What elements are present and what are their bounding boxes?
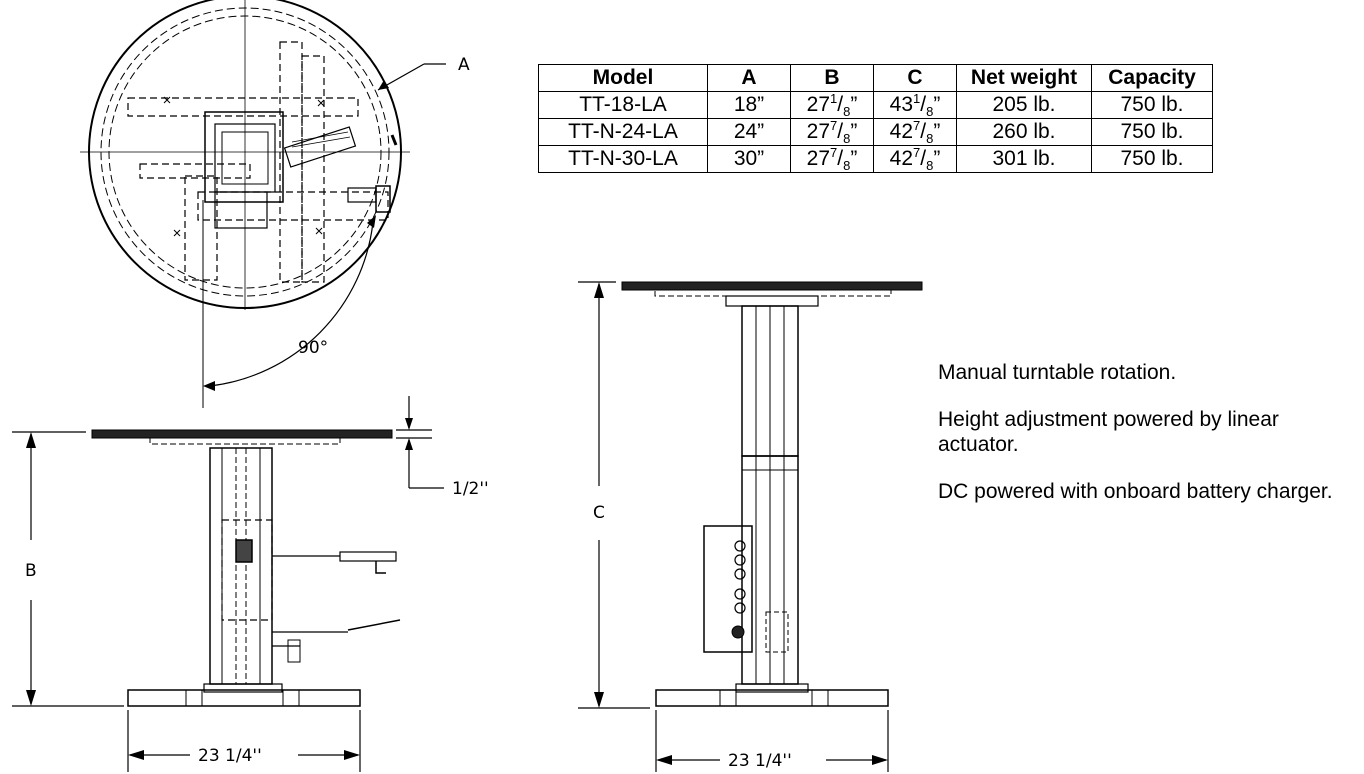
label-base-width-front: 23 1/4'' [198,746,262,766]
cell-model: TT-N-30-LA [538,145,708,173]
note-rotation: Manual turntable rotation. [938,361,1177,384]
spec-table: Model A B C Net weight Capacity TT-18-LA… [538,64,1213,173]
header-net-weight: Net weight [956,64,1092,92]
dimension-base-width-side [655,710,889,772]
base-side [655,689,889,707]
header-a: A [707,64,791,92]
dimension-base-width-front [127,710,361,772]
cell-b: 277/8” [790,145,874,173]
cell-model: TT-18-LA [538,91,708,119]
cell-net-weight: 205 lb. [956,91,1092,119]
top-view [80,0,446,408]
label-top-thickness: 1/2'' [452,479,489,499]
dimension-top-thickness [396,396,444,489]
cell-a: 30” [707,145,791,173]
control-box [703,525,753,653]
front-view [91,429,401,707]
latch [375,185,391,213]
handle [283,126,357,168]
table-row: TT-18-LA 18” 271/8” 431/8” 205 lb. 750 l… [538,91,1213,119]
cell-capacity: 750 lb. [1091,145,1213,173]
label-a: A [458,55,470,75]
table-row: TT-N-30-LA 30” 277/8” 427/8” 301 lb. 750… [538,145,1213,173]
cell-c: 427/8” [873,118,957,146]
dimension-b [12,431,124,707]
turntable-top-side [621,281,923,291]
cell-net-weight: 260 lb. [956,118,1092,146]
side-view [621,281,923,707]
label-angle: 90° [298,338,328,358]
header-b: B [790,64,874,92]
cell-a: 18” [707,91,791,119]
note-height-adjustment: Height adjustment powered by linear actu… [938,408,1279,456]
cell-capacity: 750 lb. [1091,91,1213,119]
angle-arc [209,221,374,387]
header-capacity: Capacity [1091,64,1213,92]
column-outer [209,447,273,685]
label-b: B [25,561,37,581]
mount-plate [204,111,284,203]
cell-c: 427/8” [873,145,957,173]
cell-capacity: 750 lb. [1091,118,1213,146]
dimension-c [578,281,650,709]
label-c: C [593,503,605,523]
cell-net-weight: 301 lb. [956,145,1092,173]
cell-b: 277/8” [790,118,874,146]
cell-model: TT-N-24-LA [538,118,708,146]
base [127,689,361,707]
feature-notes: Manual turntable rotation. Height adjust… [938,360,1358,526]
table-row: TT-N-24-LA 24” 277/8” 427/8” 260 lb. 750… [538,118,1213,146]
cell-c: 431/8” [873,91,957,119]
turntable-top [91,429,393,439]
label-base-width-side: 23 1/4'' [728,751,792,771]
header-c: C [873,64,957,92]
table-header-row: Model A B C Net weight Capacity [538,64,1213,92]
cell-b: 271/8” [790,91,874,119]
header-model: Model [538,64,708,92]
note-power: DC powered with onboard battery charger. [938,480,1333,503]
cell-a: 24” [707,118,791,146]
